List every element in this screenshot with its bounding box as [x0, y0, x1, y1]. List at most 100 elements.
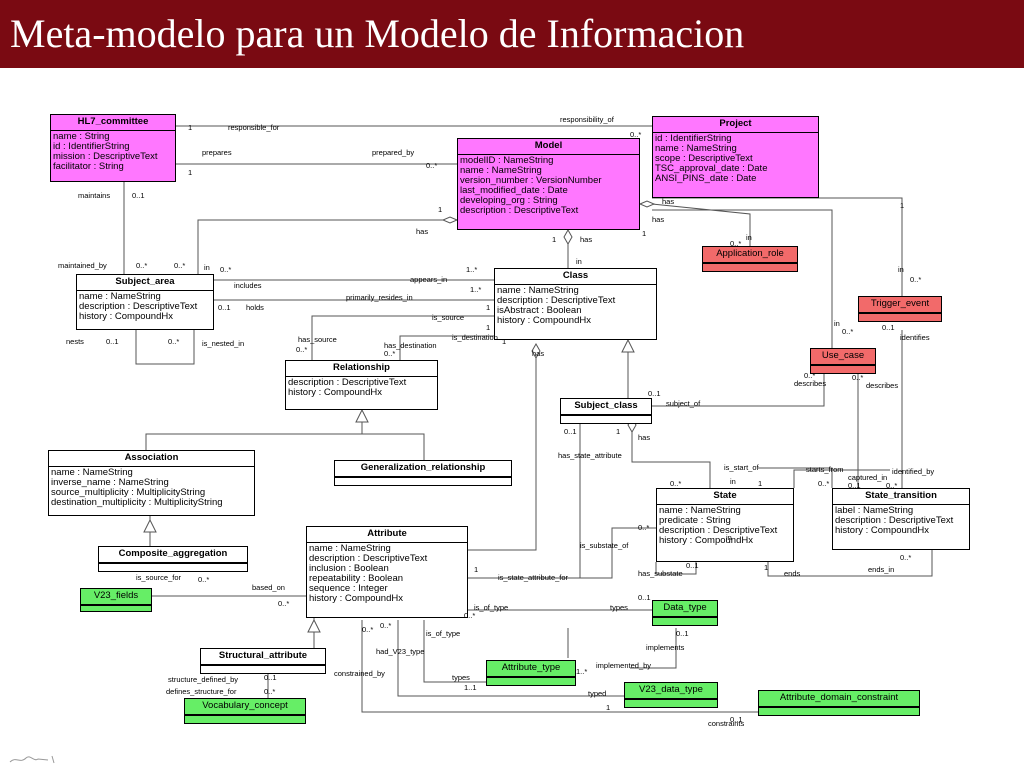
class-v23-data-type[interactable]: V23_data_type	[624, 682, 718, 708]
multiplicity-label: 1..*	[466, 265, 478, 274]
multiplicity-label: 0..*	[670, 479, 682, 488]
class-project[interactable]: Project id : IdentifierString name : Nam…	[652, 116, 819, 198]
class-class[interactable]: Class name : NameString description : De…	[494, 268, 657, 340]
class-hl7-committee[interactable]: HL7_committee name : String id : Identif…	[50, 114, 176, 182]
class-attribute: name : NameString	[51, 467, 133, 478]
class-name: Subject_class	[561, 399, 651, 415]
class-name: Subject_area	[77, 275, 213, 291]
class-use-case[interactable]: Use_case	[810, 348, 876, 374]
multiplicity-label: 0..*	[886, 481, 898, 490]
author-signature-mark	[9, 755, 55, 764]
multiplicity-label: 1	[486, 323, 491, 332]
role-label: types	[452, 673, 470, 682]
role-label: has	[416, 227, 429, 236]
class-attribute-type[interactable]: Attribute_type	[486, 660, 576, 686]
class-attribute: name : NameString	[79, 291, 161, 302]
role-label: based_on	[252, 583, 285, 592]
class-v23-fields[interactable]: V23_fields	[80, 588, 152, 612]
role-label: is_start_of	[724, 463, 759, 472]
multiplicity-label: 0..1	[218, 303, 231, 312]
class-name: Structural_attribute	[201, 649, 325, 665]
multiplicity-label: 0..*	[630, 130, 642, 139]
class-generalization-relationship[interactable]: Generalization_relationship	[334, 460, 512, 486]
role-label: identifies	[900, 333, 930, 342]
class-attribute: inverse_name : NameString	[51, 477, 169, 488]
multiplicity-label: 0..*	[220, 265, 232, 274]
class-name: V23_fields	[81, 589, 151, 605]
class-attribute: scope : DescriptiveText	[655, 153, 753, 164]
class-attribute-row: repeatability : Boolean	[309, 573, 404, 584]
class-attribute: ANSI_PINS_date : Date	[655, 173, 757, 184]
role-label: had_V23_type	[376, 647, 425, 656]
multiplicity-label: 1	[642, 229, 647, 238]
class-trigger-event[interactable]: Trigger_event	[858, 296, 942, 322]
class-name: Composite_aggregation	[99, 547, 247, 563]
class-relationship[interactable]: Relationship description : DescriptiveTe…	[285, 360, 438, 410]
multiplicity-label: 0..*	[384, 349, 396, 358]
connector-lines	[80, 125, 933, 713]
class-attribute: facilitator : String	[53, 161, 124, 172]
class-attribute: predicate : String	[659, 515, 731, 526]
multiplicity-label: 0..1	[564, 427, 577, 436]
role-label: maintained_by	[58, 261, 107, 270]
class-vocabulary-concept[interactable]: Vocabulary_concept	[184, 698, 306, 724]
multiplicity-label: 1	[474, 565, 479, 574]
role-label: types	[610, 603, 628, 612]
class-state[interactable]: State name : NameString predicate : Stri…	[656, 488, 794, 562]
class-subject-area[interactable]: Subject_area name : NameString descripti…	[76, 274, 214, 330]
multiplicity-label: 1	[438, 205, 443, 214]
multiplicity-label: 1..1	[464, 683, 477, 692]
class-attribute[interactable]: Attribute name : NameString description …	[306, 526, 468, 618]
class-attribute-row: description : DescriptiveText	[309, 553, 428, 564]
multiplicity-label: 1	[758, 479, 763, 488]
class-name: Relationship	[286, 361, 437, 377]
multiplicity-label: 0..1	[264, 673, 277, 682]
class-attribute-row: inclusion : Boolean	[309, 563, 389, 574]
multiplicity-label: 0..1	[848, 481, 861, 490]
class-attribute-domain-constraint[interactable]: Attribute_domain_constraint	[758, 690, 920, 716]
class-attribute: name : NameString	[659, 505, 741, 516]
role-label: has	[638, 433, 651, 442]
role-label: has_destination	[384, 341, 437, 350]
role-label: is_of_type	[474, 603, 509, 612]
role-label: constraints	[708, 719, 745, 728]
class-structural-attribute[interactable]: Structural_attribute	[200, 648, 326, 674]
role-label: responsible_for	[228, 123, 280, 132]
multiplicity-label: 0..1	[106, 337, 119, 346]
class-name: Generalization_relationship	[335, 461, 511, 477]
class-association[interactable]: Association name : NameString inverse_na…	[48, 450, 255, 516]
role-label: has_source	[298, 335, 337, 344]
class-attribute: mission : DescriptiveText	[53, 151, 158, 162]
class-attribute: history : CompoundHx	[659, 535, 753, 546]
multiplicity-label: 0..*	[910, 275, 922, 284]
multiplicity-label: 0..*	[638, 523, 650, 532]
class-model[interactable]: Model modelID : NameString name : NameSt…	[457, 138, 640, 230]
class-attribute: source_multiplicity : MultiplicityString	[51, 487, 206, 498]
class-name: Data_type	[653, 601, 717, 617]
multiplicity-label: 0..*	[852, 373, 864, 382]
multiplicity-label: 0..*	[362, 625, 374, 634]
role-label: structure_defined_by	[168, 675, 239, 684]
role-label: has	[662, 197, 675, 206]
slide-title: Meta-modelo para un Modelo de Informacio…	[0, 0, 1024, 68]
role-label: is_state_attribute_for	[498, 573, 569, 582]
multiplicity-label: 0..*	[168, 337, 180, 346]
class-application-role[interactable]: Application_role	[702, 246, 798, 272]
class-composite-aggregation[interactable]: Composite_aggregation	[98, 546, 248, 572]
class-attribute: description : DescriptiveText	[79, 301, 198, 312]
role-label: is_source	[432, 313, 465, 322]
class-subject-class[interactable]: Subject_class	[560, 398, 652, 424]
class-attribute: name : NameString	[497, 285, 579, 296]
class-attribute: isAbstract : Boolean	[497, 305, 582, 316]
role-label: is_of_type	[426, 629, 461, 638]
class-name: V23_data_type	[625, 683, 717, 699]
class-state-transition[interactable]: State_transition label : NameString desc…	[832, 488, 970, 550]
role-label: identified_by	[892, 467, 935, 476]
class-name: Association	[49, 451, 254, 467]
role-label: prepared_by	[372, 148, 415, 157]
role-label: in	[746, 233, 752, 242]
multiplicity-label: 0..*	[380, 621, 392, 630]
class-data-type[interactable]: Data_type	[652, 600, 718, 626]
role-label: has_state_attribute	[558, 451, 622, 460]
class-attribute: name : String	[53, 131, 110, 142]
